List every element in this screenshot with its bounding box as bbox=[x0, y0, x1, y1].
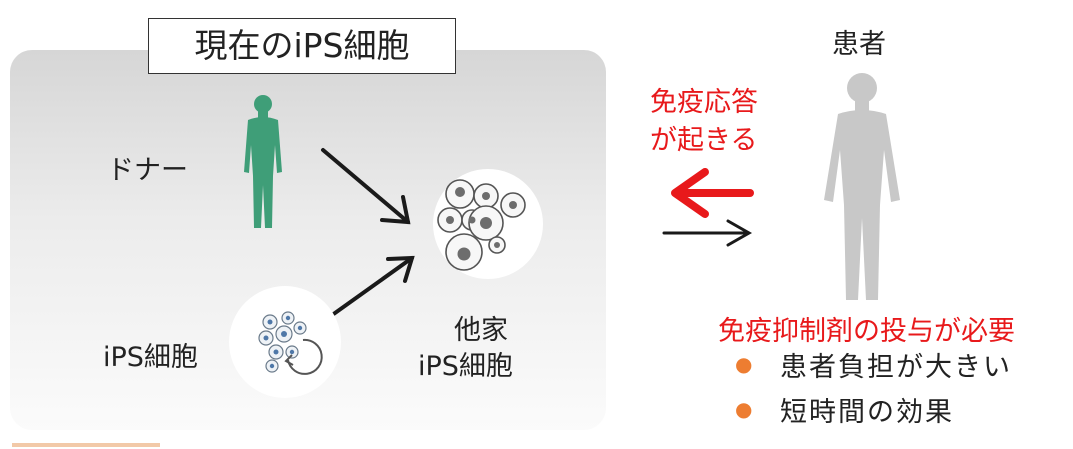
immune-response-arrow-icon bbox=[671, 168, 754, 218]
donor-label: ドナー bbox=[107, 155, 188, 186]
donor-figure-icon bbox=[244, 95, 282, 228]
bullet-icon: ● bbox=[735, 397, 753, 421]
divider bbox=[12, 443, 160, 447]
bullet-item: 短時間の効果 bbox=[780, 397, 954, 428]
donor-to-allogeneic-arrow-icon bbox=[321, 148, 411, 225]
allogeneic-label-line1: 他家 bbox=[454, 315, 508, 346]
allogeneic-ips-cell-cluster-icon bbox=[433, 169, 543, 279]
ips-to-allogeneic-arrow-icon bbox=[326, 255, 415, 320]
transplant-arrow-icon bbox=[662, 219, 753, 247]
bullet-item: 患者負担が大きい bbox=[780, 352, 1012, 383]
allogeneic-label-line2: iPS細胞 bbox=[418, 351, 513, 382]
bullet-icon: ● bbox=[735, 352, 753, 376]
patient-figure-icon bbox=[824, 73, 900, 300]
patient-label: 患者 bbox=[832, 29, 886, 60]
ips-cell-cluster-icon bbox=[229, 286, 341, 398]
immune-response-line1: 免疫応答 bbox=[650, 87, 758, 118]
ips-cell-label: iPS細胞 bbox=[103, 342, 198, 373]
immune-response-line2: が起きる bbox=[650, 125, 758, 156]
page-title: 現在のiPS細胞 bbox=[148, 18, 456, 74]
immunosuppressant-note: 免疫抑制剤の投与が必要 bbox=[718, 316, 1015, 347]
